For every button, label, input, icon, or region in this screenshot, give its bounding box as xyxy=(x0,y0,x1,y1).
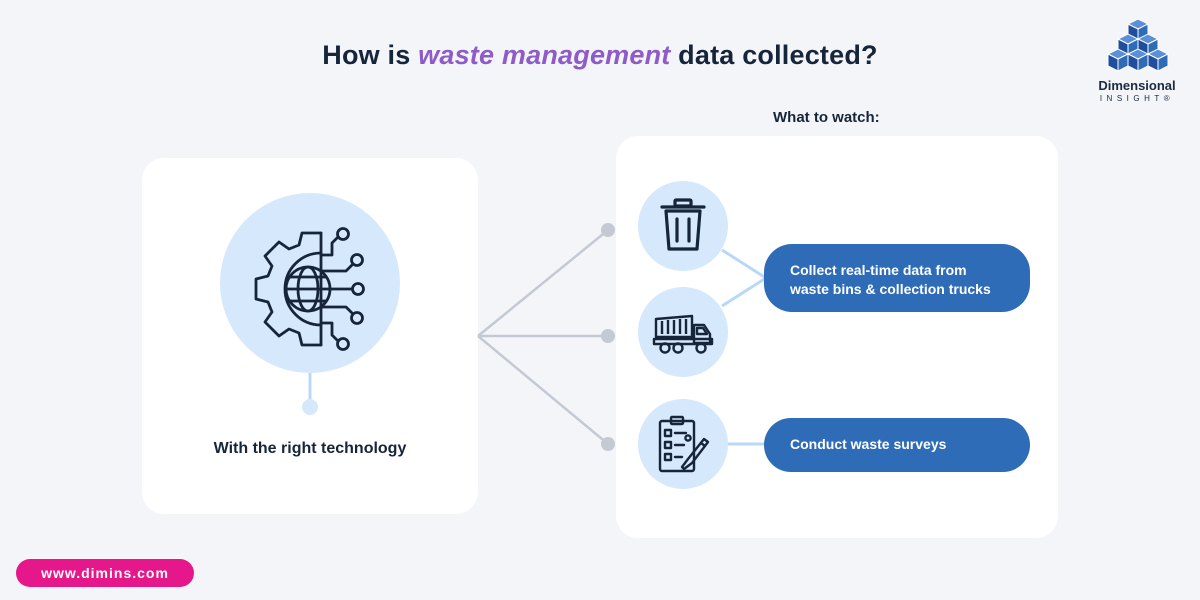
pill-links xyxy=(721,248,767,446)
collect-real-time-data-pill: Collect real-time data from waste bins &… xyxy=(764,244,1030,312)
logo-subtitle: INSIGHT® xyxy=(1099,94,1175,103)
survey-circle xyxy=(638,399,728,489)
pill-2-label: Conduct waste surveys xyxy=(790,436,947,452)
title-suffix: data collected? xyxy=(670,40,878,70)
logo-name: Dimensional xyxy=(1098,78,1176,93)
page-title: How is waste management data collected? xyxy=(0,40,1200,71)
title-prefix: How is xyxy=(322,40,419,70)
pill-1-line-2: waste bins & collection trucks xyxy=(790,281,991,297)
dimensional-insight-logo xyxy=(1106,18,1170,72)
trash-bin-circle xyxy=(638,181,728,271)
conduct-surveys-pill: Conduct waste surveys xyxy=(764,418,1030,472)
website-url-badge[interactable]: www.dimins.com xyxy=(16,559,194,587)
branch-lines xyxy=(477,229,609,445)
title-highlight: waste management xyxy=(418,40,671,70)
pill-1-line-1: Collect real-time data from xyxy=(790,262,967,278)
technology-label: With the right technology xyxy=(213,440,407,457)
dump-truck-circle xyxy=(638,287,728,377)
digital-globe-gear-icon xyxy=(254,227,365,351)
branch-dots xyxy=(601,223,615,451)
survey-clipboard-icon xyxy=(658,415,710,473)
trash-bin-icon xyxy=(660,198,706,251)
dump-truck-icon xyxy=(652,314,714,354)
what-to-watch-heading: What to watch: xyxy=(773,109,880,126)
technology-circle xyxy=(220,193,400,373)
